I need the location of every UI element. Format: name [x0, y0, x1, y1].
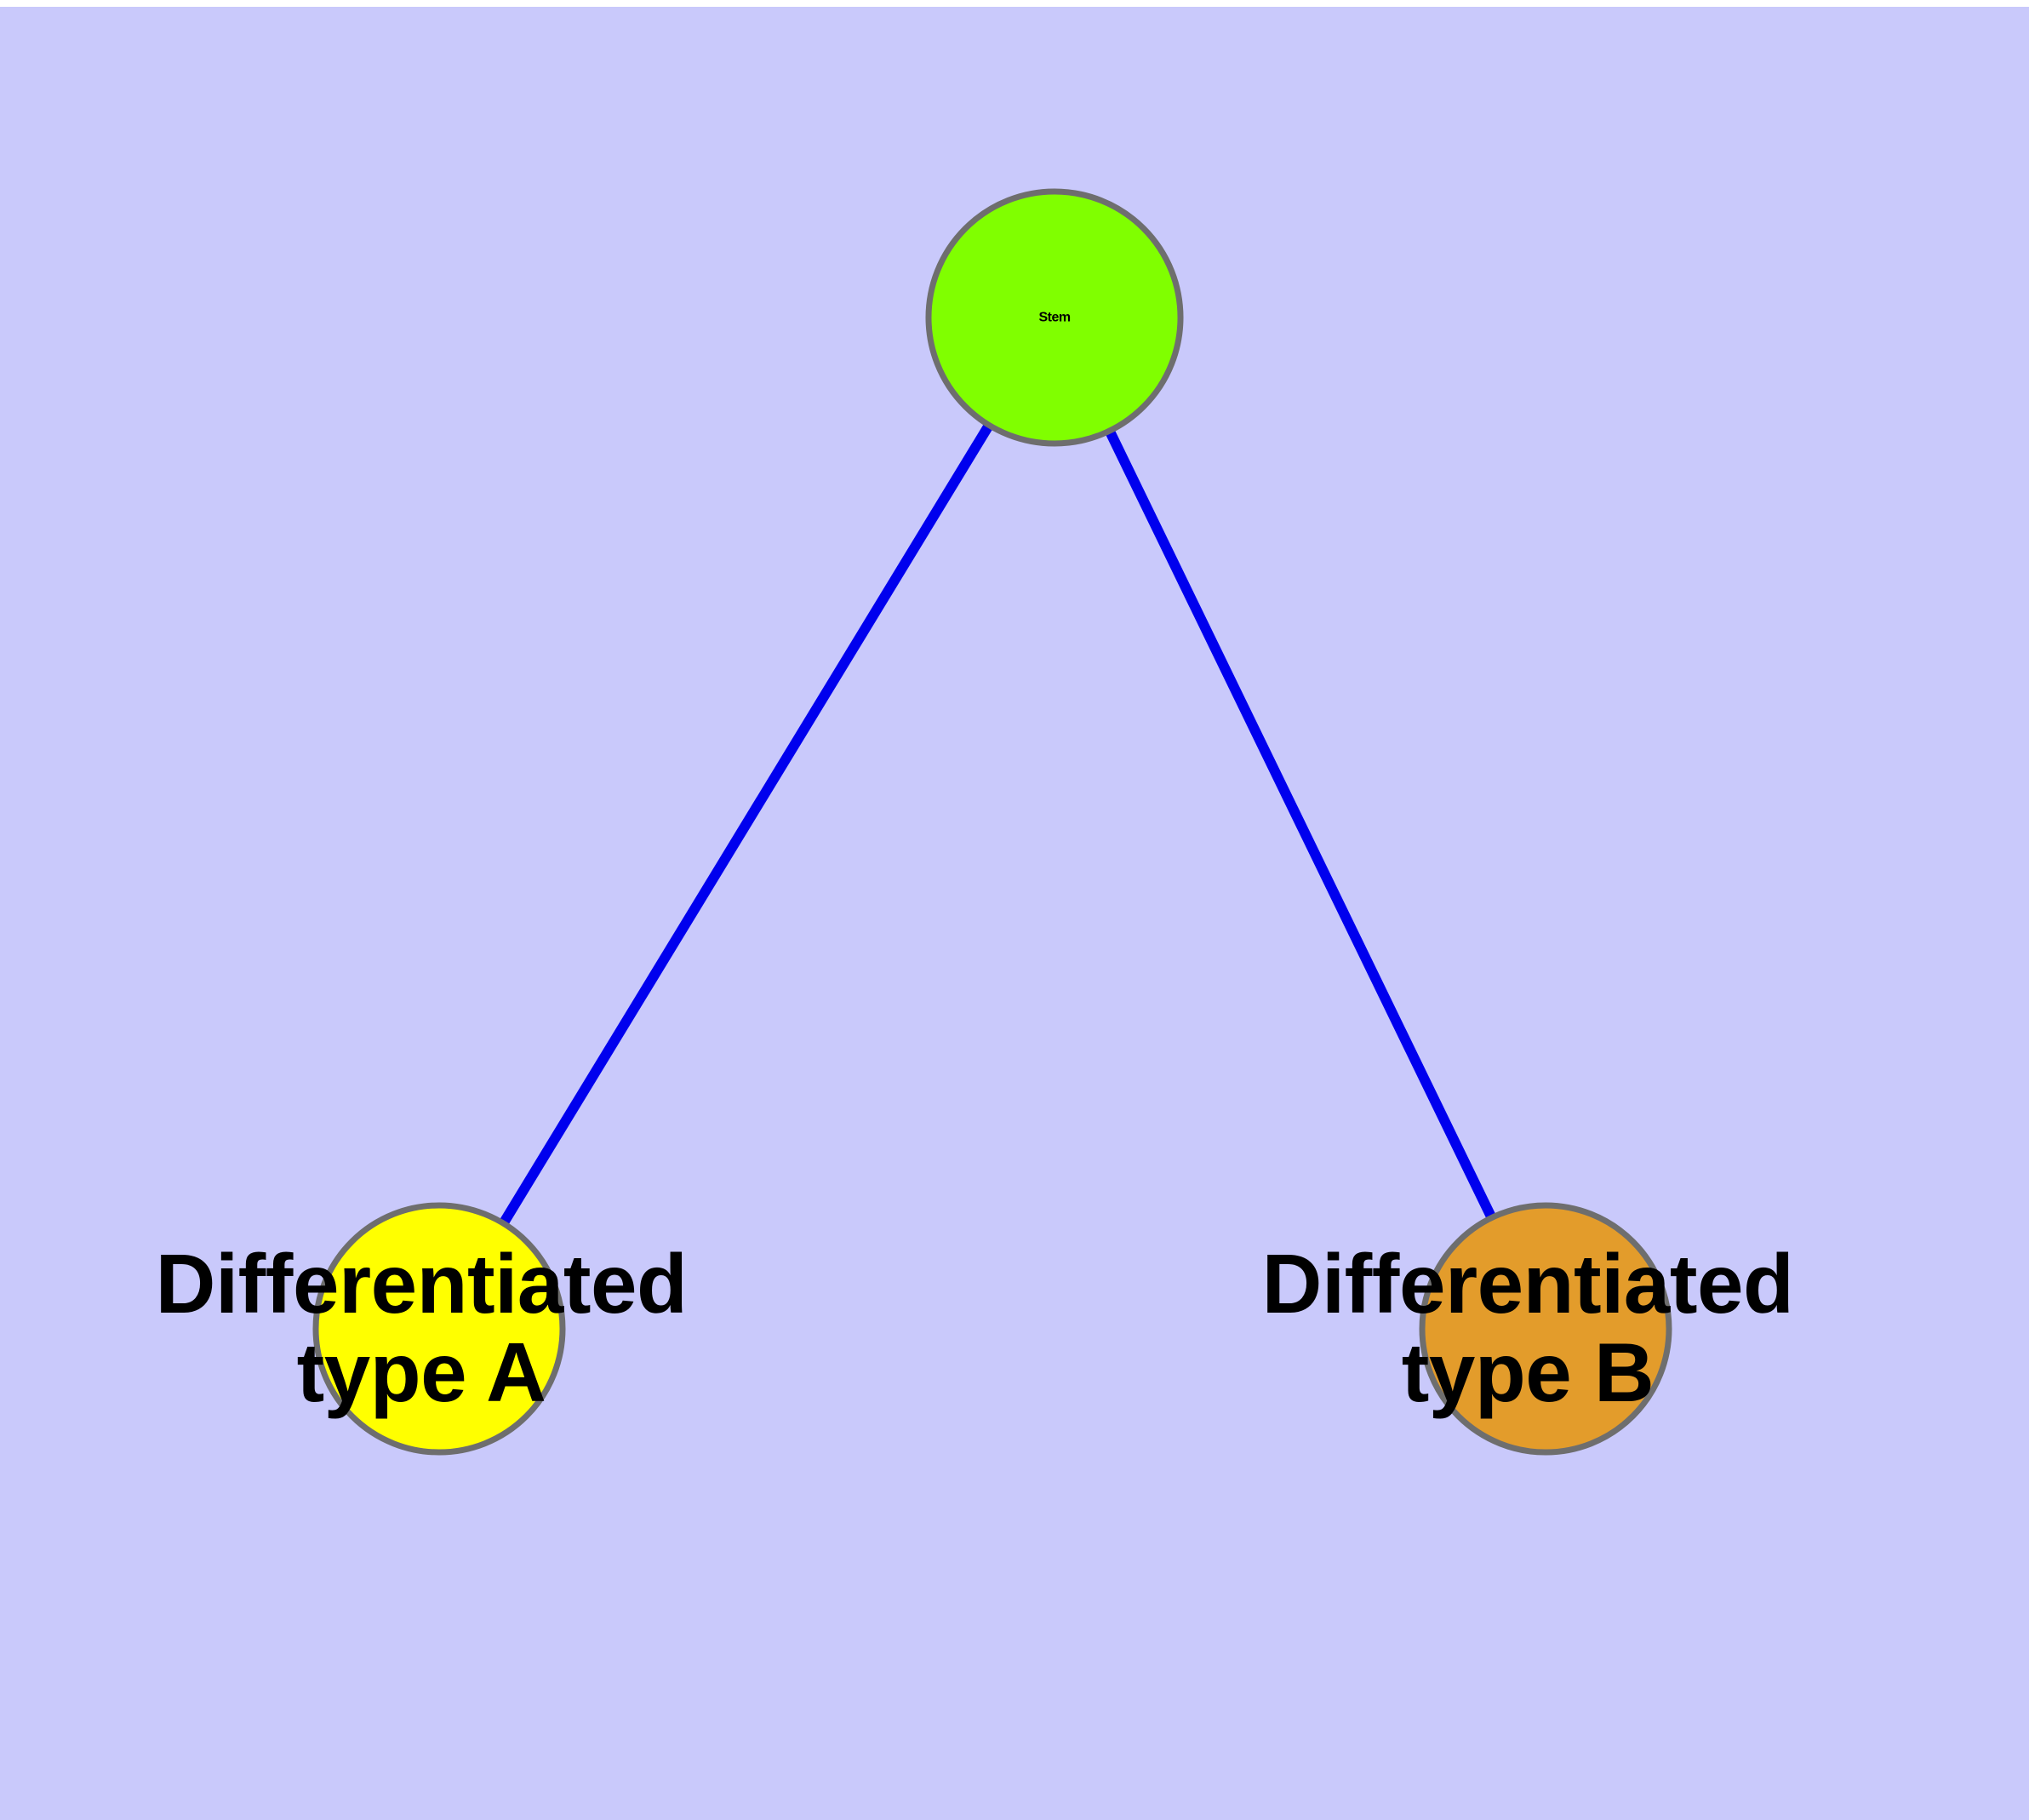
graph-plot-area: Stem Differentiated type A Differentiate… [0, 7, 2029, 1820]
edge-group [497, 420, 1498, 1228]
node-differentiated-type-a[interactable] [312, 1202, 566, 1456]
graph-svg [312, 188, 1672, 1456]
edge-stem-to-differentiated-type-a[interactable] [497, 420, 995, 1228]
node-group [312, 188, 1672, 1456]
node-differentiated-type-b[interactable] [1419, 1202, 1672, 1456]
edge-stem-to-differentiated-type-b[interactable] [1103, 426, 1498, 1222]
node-stem[interactable] [925, 188, 1184, 447]
